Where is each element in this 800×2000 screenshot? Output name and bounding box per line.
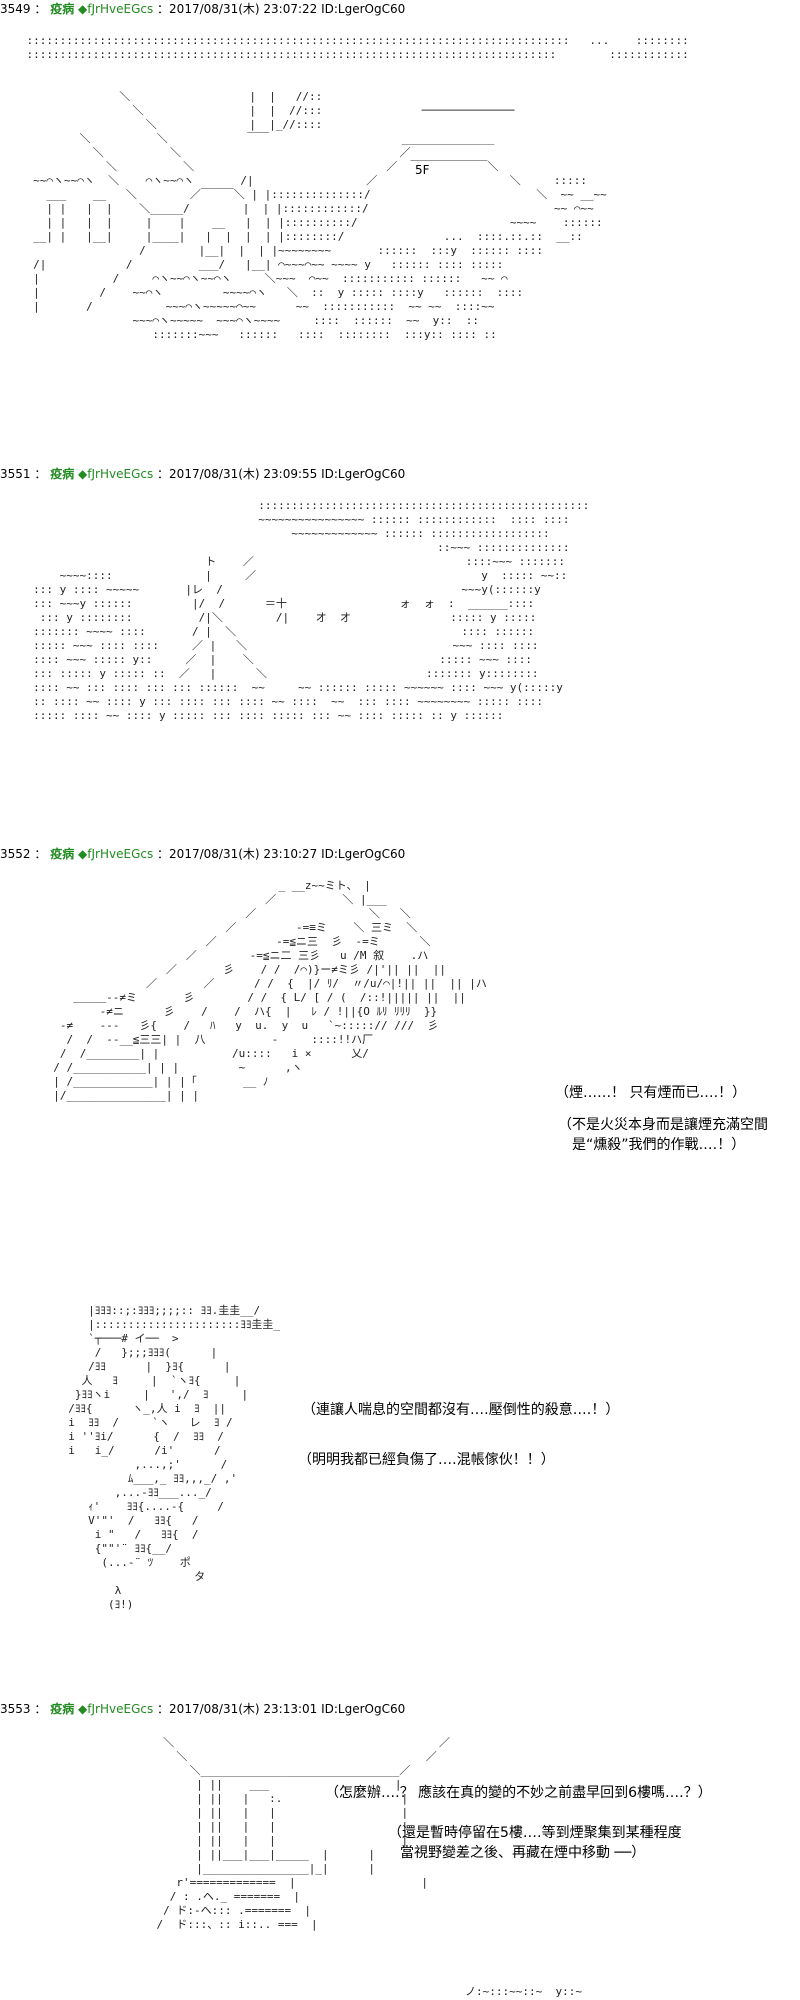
poster-name: 疫病: [50, 2, 75, 16]
poster-trip: ◆fJrHveEGcs: [78, 2, 154, 16]
ascii-art-smoke-corridor: _ __z~~ミト、 | ／ ＼ |___ ／ ＼ ＼ ／ -=≡ミ ＼ 三ミ …: [53, 879, 487, 1102]
dialogue-line: （煙‥‥‥！ 只有煙而已‥‥！）: [555, 1085, 747, 1101]
dialogue-line: （不是火災本身而是讓煙充滿空間: [558, 1117, 768, 1133]
post-meta: ：2017/08/31(木) 23:07:22 ID:LgerOgC60: [157, 2, 406, 16]
poster-name: 疫病: [50, 467, 75, 481]
poster-trip: ◆fJrHveEGcs: [78, 847, 154, 861]
floor-label: 5F: [415, 163, 430, 177]
post-number: 3549: [0, 2, 31, 16]
ascii-art-building: ::::::::::::::::::::::::::::::::::::::::…: [26, 34, 689, 341]
post-number: 3551: [0, 467, 31, 481]
post-meta: ：2017/08/31(木) 23:09:55 ID:LgerOgC60: [157, 467, 406, 481]
post-meta: ：2017/08/31(木) 23:10:27 ID:LgerOgC60: [157, 847, 406, 861]
post-header: 3552 ： 疫病 ◆fJrHveEGcs ：2017/08/31(木) 23:…: [0, 847, 406, 861]
dialogue-line: （還是暫時停留在5樓‥‥等到煙聚集到某種程度: [388, 1825, 682, 1841]
post-header: 3551 ： 疫病 ◆fJrHveEGcs ：2017/08/31(木) 23:…: [0, 467, 406, 481]
post-number: 3552: [0, 847, 31, 861]
post-meta: ：2017/08/31(木) 23:13:01 ID:LgerOgC60: [157, 1702, 406, 1716]
poster-trip: ◆fJrHveEGcs: [78, 1702, 154, 1716]
dialogue-line: （怎麼辦‥‥？ 應該在真的變的不妙之前盡早回到6樓嗎‥‥？）: [325, 1785, 712, 1801]
post-number: 3553: [0, 1702, 31, 1716]
dialogue-line: 是“燻殺”我們的作戰‥‥！）: [572, 1137, 746, 1153]
poster-trip: ◆fJrHveEGcs: [78, 467, 154, 481]
ascii-art-smoke-edge: ノ:~:::~~::~ y::~: [465, 1985, 582, 1998]
ascii-art-character: |ﾖﾖﾖ::;:ﾖﾖﾖ;;;;:: ﾖﾖ.圭圭__/ |::::::::::::…: [68, 1304, 280, 1611]
ascii-art-smoke: ::::::::::::::::::::::::::::::::::::::::…: [33, 499, 590, 722]
post-header: 3553 ： 疫病 ◆fJrHveEGcs ：2017/08/31(木) 23:…: [0, 1702, 406, 1716]
dialogue-line: （明明我都已經負傷了‥‥混帳傢伙！！）: [298, 1452, 555, 1468]
dialogue-line: 當視野變差之後、再藏在煙中移動 ──）: [400, 1845, 646, 1861]
ascii-art-hallway: ＼ ／ ＼ ／ ＼______________________________／…: [156, 1736, 451, 1931]
post-header: 3549 ： 疫病 ◆fJrHveEGcs ：2017/08/31(木) 23:…: [0, 2, 406, 16]
poster-name: 疫病: [50, 847, 75, 861]
poster-name: 疫病: [50, 1702, 75, 1716]
dialogue-line: （連讓人喘息的空間都沒有‥‥壓倒性的殺意‥‥！）: [302, 1402, 620, 1418]
